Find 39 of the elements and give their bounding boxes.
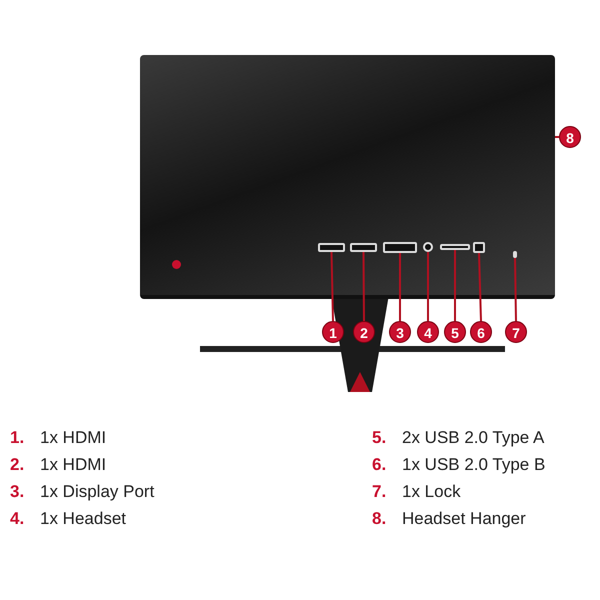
leader-line [427, 252, 429, 321]
hdmi-port [350, 243, 377, 252]
port-description: 1x Headset [40, 509, 126, 529]
port-description: 1x Lock [402, 482, 461, 502]
leader-line [514, 258, 517, 322]
callout-number: 5 [444, 321, 466, 343]
callout-number: 7 [505, 321, 527, 343]
leader-line [399, 253, 401, 321]
list-number: 7. [372, 482, 386, 502]
usb-port [473, 242, 485, 253]
port-description: Headset Hanger [402, 509, 526, 529]
list-number: 4. [10, 509, 24, 529]
leader-line [555, 136, 559, 138]
leader-line [454, 250, 456, 321]
port-description: 1x USB 2.0 Type B [402, 455, 546, 475]
lock-slot [513, 251, 517, 258]
list-number: 3. [10, 482, 24, 502]
callout-number: 3 [389, 321, 411, 343]
leader-line [478, 252, 482, 322]
callout-number: 4 [417, 321, 439, 343]
port-description: 1x HDMI [40, 428, 106, 448]
list-number: 2. [10, 455, 24, 475]
callout-number: 8 [559, 126, 581, 148]
display-port [383, 242, 417, 253]
hdmi-port [318, 243, 345, 252]
list-number: 8. [372, 509, 386, 529]
list-number: 5. [372, 428, 386, 448]
list-number: 6. [372, 455, 386, 475]
leader-line [362, 252, 365, 321]
callout-number: 1 [322, 321, 344, 343]
port-description: 1x HDMI [40, 455, 106, 475]
list-number: 1. [10, 428, 24, 448]
leader-line [330, 252, 334, 322]
callout-number: 6 [470, 321, 492, 343]
usb-ports [440, 244, 470, 250]
port-description: 2x USB 2.0 Type A [402, 428, 544, 448]
headset-jack [423, 242, 433, 252]
port-description: 1x Display Port [40, 482, 154, 502]
monitor-drawing [140, 55, 555, 299]
